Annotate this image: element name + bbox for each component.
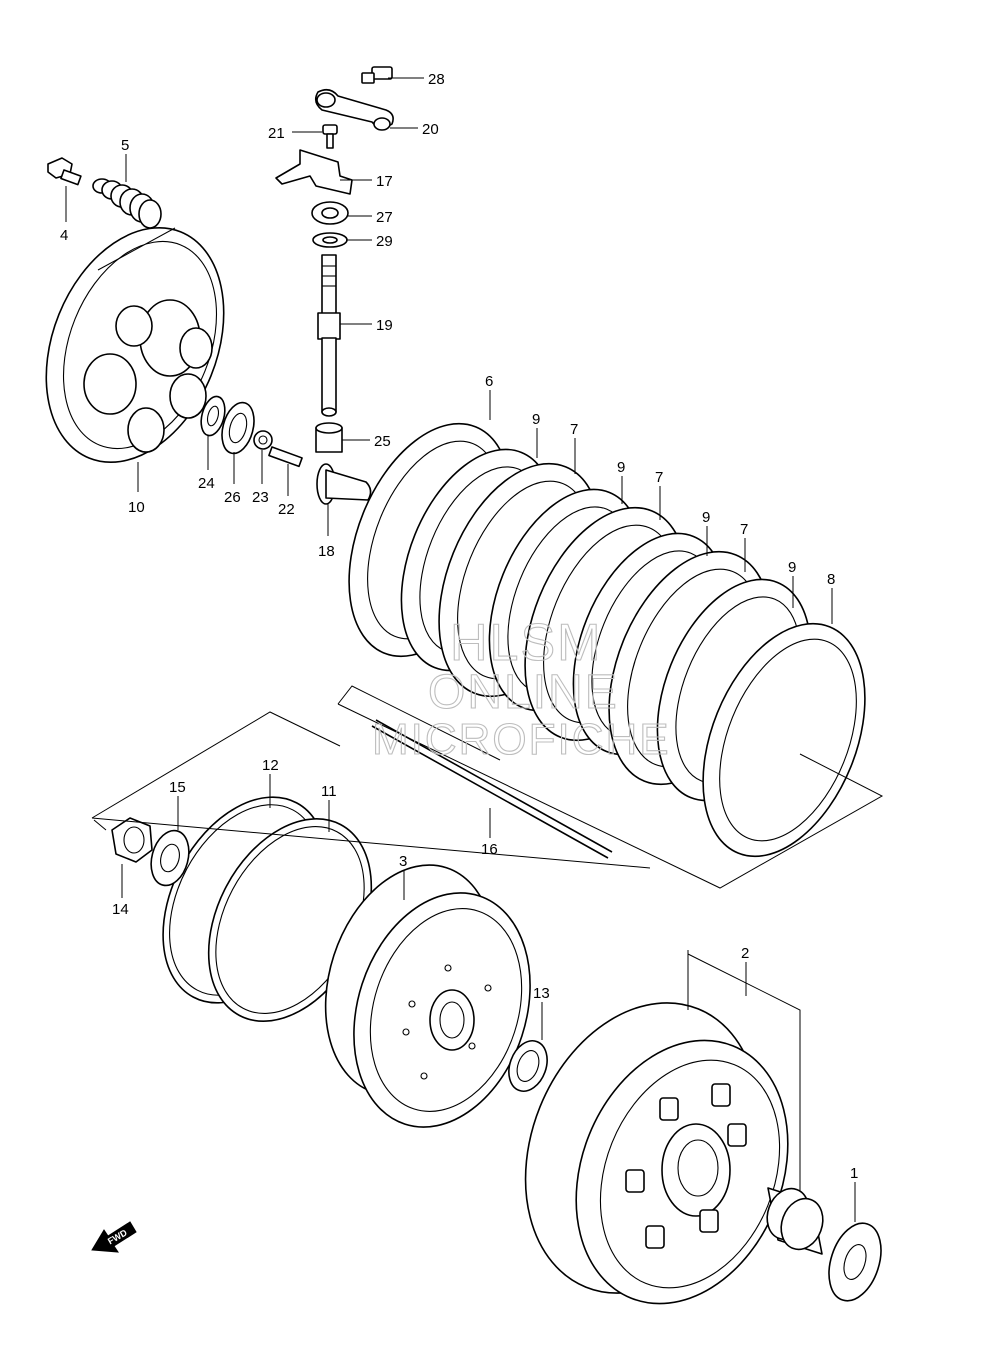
spacer-sleeve — [766, 1187, 824, 1255]
callout-4: 4 — [60, 227, 68, 244]
release-arm-20 — [314, 88, 394, 131]
pressure-plate-10 — [45, 226, 225, 464]
thrust-washer-13 — [508, 1040, 548, 1092]
callout-5: 5 — [121, 137, 129, 154]
primary-driven-gear-housing-2 — [524, 1002, 789, 1305]
release-shaft-19 — [317, 254, 341, 417]
watermark-line1: HLSM — [450, 614, 602, 672]
fwd-badge: FWD — [91, 1221, 137, 1253]
fwd-arrow-icon — [91, 1221, 137, 1253]
nut-14 — [111, 817, 153, 863]
clutch-plate-stack — [348, 422, 866, 858]
callout-24: 24 — [198, 475, 215, 492]
long-pushrod-16 — [371, 719, 613, 859]
push-piece-18 — [316, 463, 372, 505]
pushrod-22 — [268, 446, 303, 468]
callout-20: 20 — [422, 121, 439, 138]
washer-23 — [253, 430, 273, 450]
callout-9a: 9 — [532, 411, 540, 428]
washer-24 — [200, 395, 226, 437]
plate-17 — [275, 149, 353, 195]
callout-9c: 9 — [702, 509, 710, 526]
clutch-sleeve-hub-3 — [324, 864, 531, 1128]
spring-5 — [92, 178, 162, 229]
callout-8: 8 — [827, 571, 835, 588]
callout-13: 13 — [533, 985, 550, 1002]
leader-lines — [65, 77, 856, 1222]
callout-22: 22 — [278, 501, 295, 518]
callout-15: 15 — [169, 779, 186, 796]
callout-26: 26 — [224, 489, 241, 506]
drive-plate-8 — [702, 622, 866, 858]
thrust-bearing-26 — [221, 401, 255, 455]
washer-29 — [312, 232, 348, 248]
callout-25: 25 — [374, 433, 391, 450]
callout-3: 3 — [399, 853, 407, 870]
bearing-25 — [315, 422, 343, 453]
bolt-4 — [47, 157, 82, 186]
callout-labels: 28 20 21 17 27 29 19 25 4 5 10 24 26 23 … — [60, 71, 858, 1182]
callout-11: 11 — [321, 783, 337, 800]
callout-10: 10 — [128, 499, 145, 516]
callout-9b: 9 — [617, 459, 625, 476]
callout-7c: 7 — [740, 521, 748, 538]
callout-29: 29 — [376, 233, 393, 250]
callout-17: 17 — [376, 173, 393, 190]
oil-seal-27 — [311, 201, 349, 225]
callout-28: 28 — [428, 71, 445, 88]
callout-18: 18 — [318, 543, 335, 560]
callout-19: 19 — [376, 317, 393, 334]
bolt-28 — [361, 66, 393, 84]
callout-21: 21 — [268, 125, 285, 142]
bolt-21 — [322, 124, 338, 149]
callout-27: 27 — [376, 209, 393, 226]
callout-12: 12 — [262, 757, 279, 774]
callout-9d: 9 — [788, 559, 796, 576]
callout-7b: 7 — [655, 469, 663, 486]
callout-7a: 7 — [570, 421, 578, 438]
watermark-line2: ONLINE — [428, 666, 619, 719]
callout-2: 2 — [741, 945, 749, 962]
callout-23: 23 — [252, 489, 269, 506]
callout-16: 16 — [481, 841, 498, 858]
washer-1 — [828, 1222, 882, 1302]
callout-14: 14 — [112, 901, 129, 918]
release-arm-group — [275, 66, 394, 453]
watermark-line3: MICROFICHE — [372, 715, 671, 764]
callout-1: 1 — [850, 1165, 858, 1182]
callout-6: 6 — [485, 373, 493, 390]
lock-washer-15 — [150, 829, 190, 887]
watermark: HLSM ONLINE MICROFICHE — [371, 613, 671, 764]
